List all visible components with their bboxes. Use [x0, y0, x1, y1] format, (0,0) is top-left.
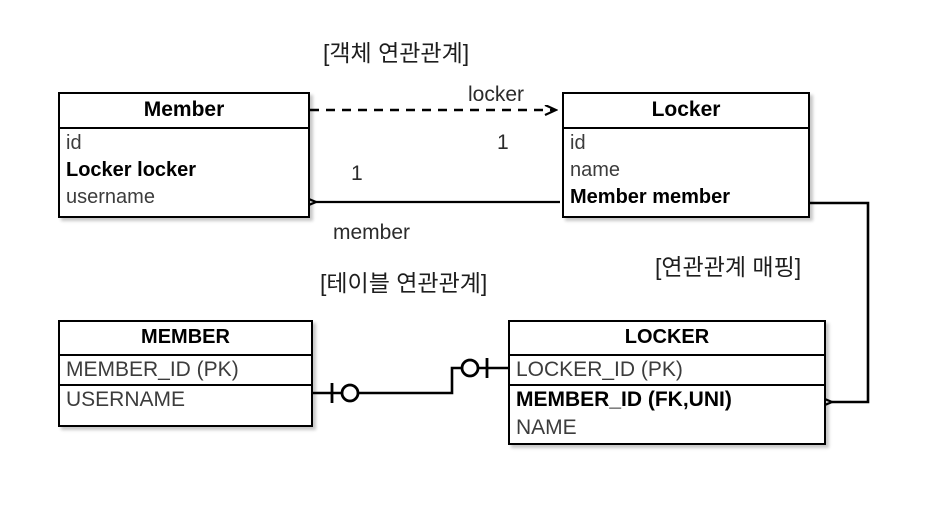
- entity-field: name: [570, 159, 621, 181]
- multiplicity-member-side: 1: [351, 162, 363, 185]
- entity-field: username: [66, 186, 155, 208]
- table-member[interactable]: MEMBER MEMBER_ID (PK) USERNAME: [58, 320, 313, 427]
- entity-member[interactable]: Member id Locker locker username: [58, 92, 310, 218]
- entity-locker-fields: id name Member member: [564, 129, 808, 210]
- table-member-title: MEMBER: [60, 322, 311, 356]
- label-table-association: [테이블 연관관계]: [320, 270, 488, 296]
- table-column: MEMBER_ID (FK,UNI): [510, 384, 824, 414]
- entity-member-fields: id Locker locker username: [60, 129, 308, 210]
- table-member-columns: MEMBER_ID (PK) USERNAME: [60, 356, 311, 414]
- entity-member-title: Member: [60, 94, 308, 129]
- table-locker-title: LOCKER: [510, 322, 824, 356]
- label-association-mapping: [연관관계 매핑]: [655, 254, 802, 280]
- entity-field: Locker locker: [66, 159, 197, 181]
- mapping-connector: [810, 201, 870, 402]
- entity-locker[interactable]: Locker id name Member member: [562, 92, 810, 218]
- entity-field: Member member: [570, 186, 731, 208]
- table-locker-columns: LOCKER_ID (PK) MEMBER_ID (FK,UNI) NAME: [510, 356, 824, 442]
- table-locker[interactable]: LOCKER LOCKER_ID (PK) MEMBER_ID (FK,UNI)…: [508, 320, 826, 445]
- table-column: MEMBER_ID (PK): [66, 358, 239, 381]
- label-object-association: [객체 연관관계]: [323, 40, 470, 66]
- entity-locker-title: Locker: [564, 94, 808, 129]
- entity-field: id: [66, 132, 82, 154]
- edge-label-locker: locker: [468, 83, 525, 106]
- table-column: USERNAME: [60, 384, 311, 414]
- table-column: NAME: [516, 416, 577, 439]
- edge-label-member: member: [333, 221, 411, 244]
- table-column: LOCKER_ID (PK): [516, 358, 683, 381]
- multiplicity-locker-side: 1: [497, 131, 509, 154]
- table-relationship-connector: [313, 358, 508, 403]
- entity-field: id: [570, 132, 586, 154]
